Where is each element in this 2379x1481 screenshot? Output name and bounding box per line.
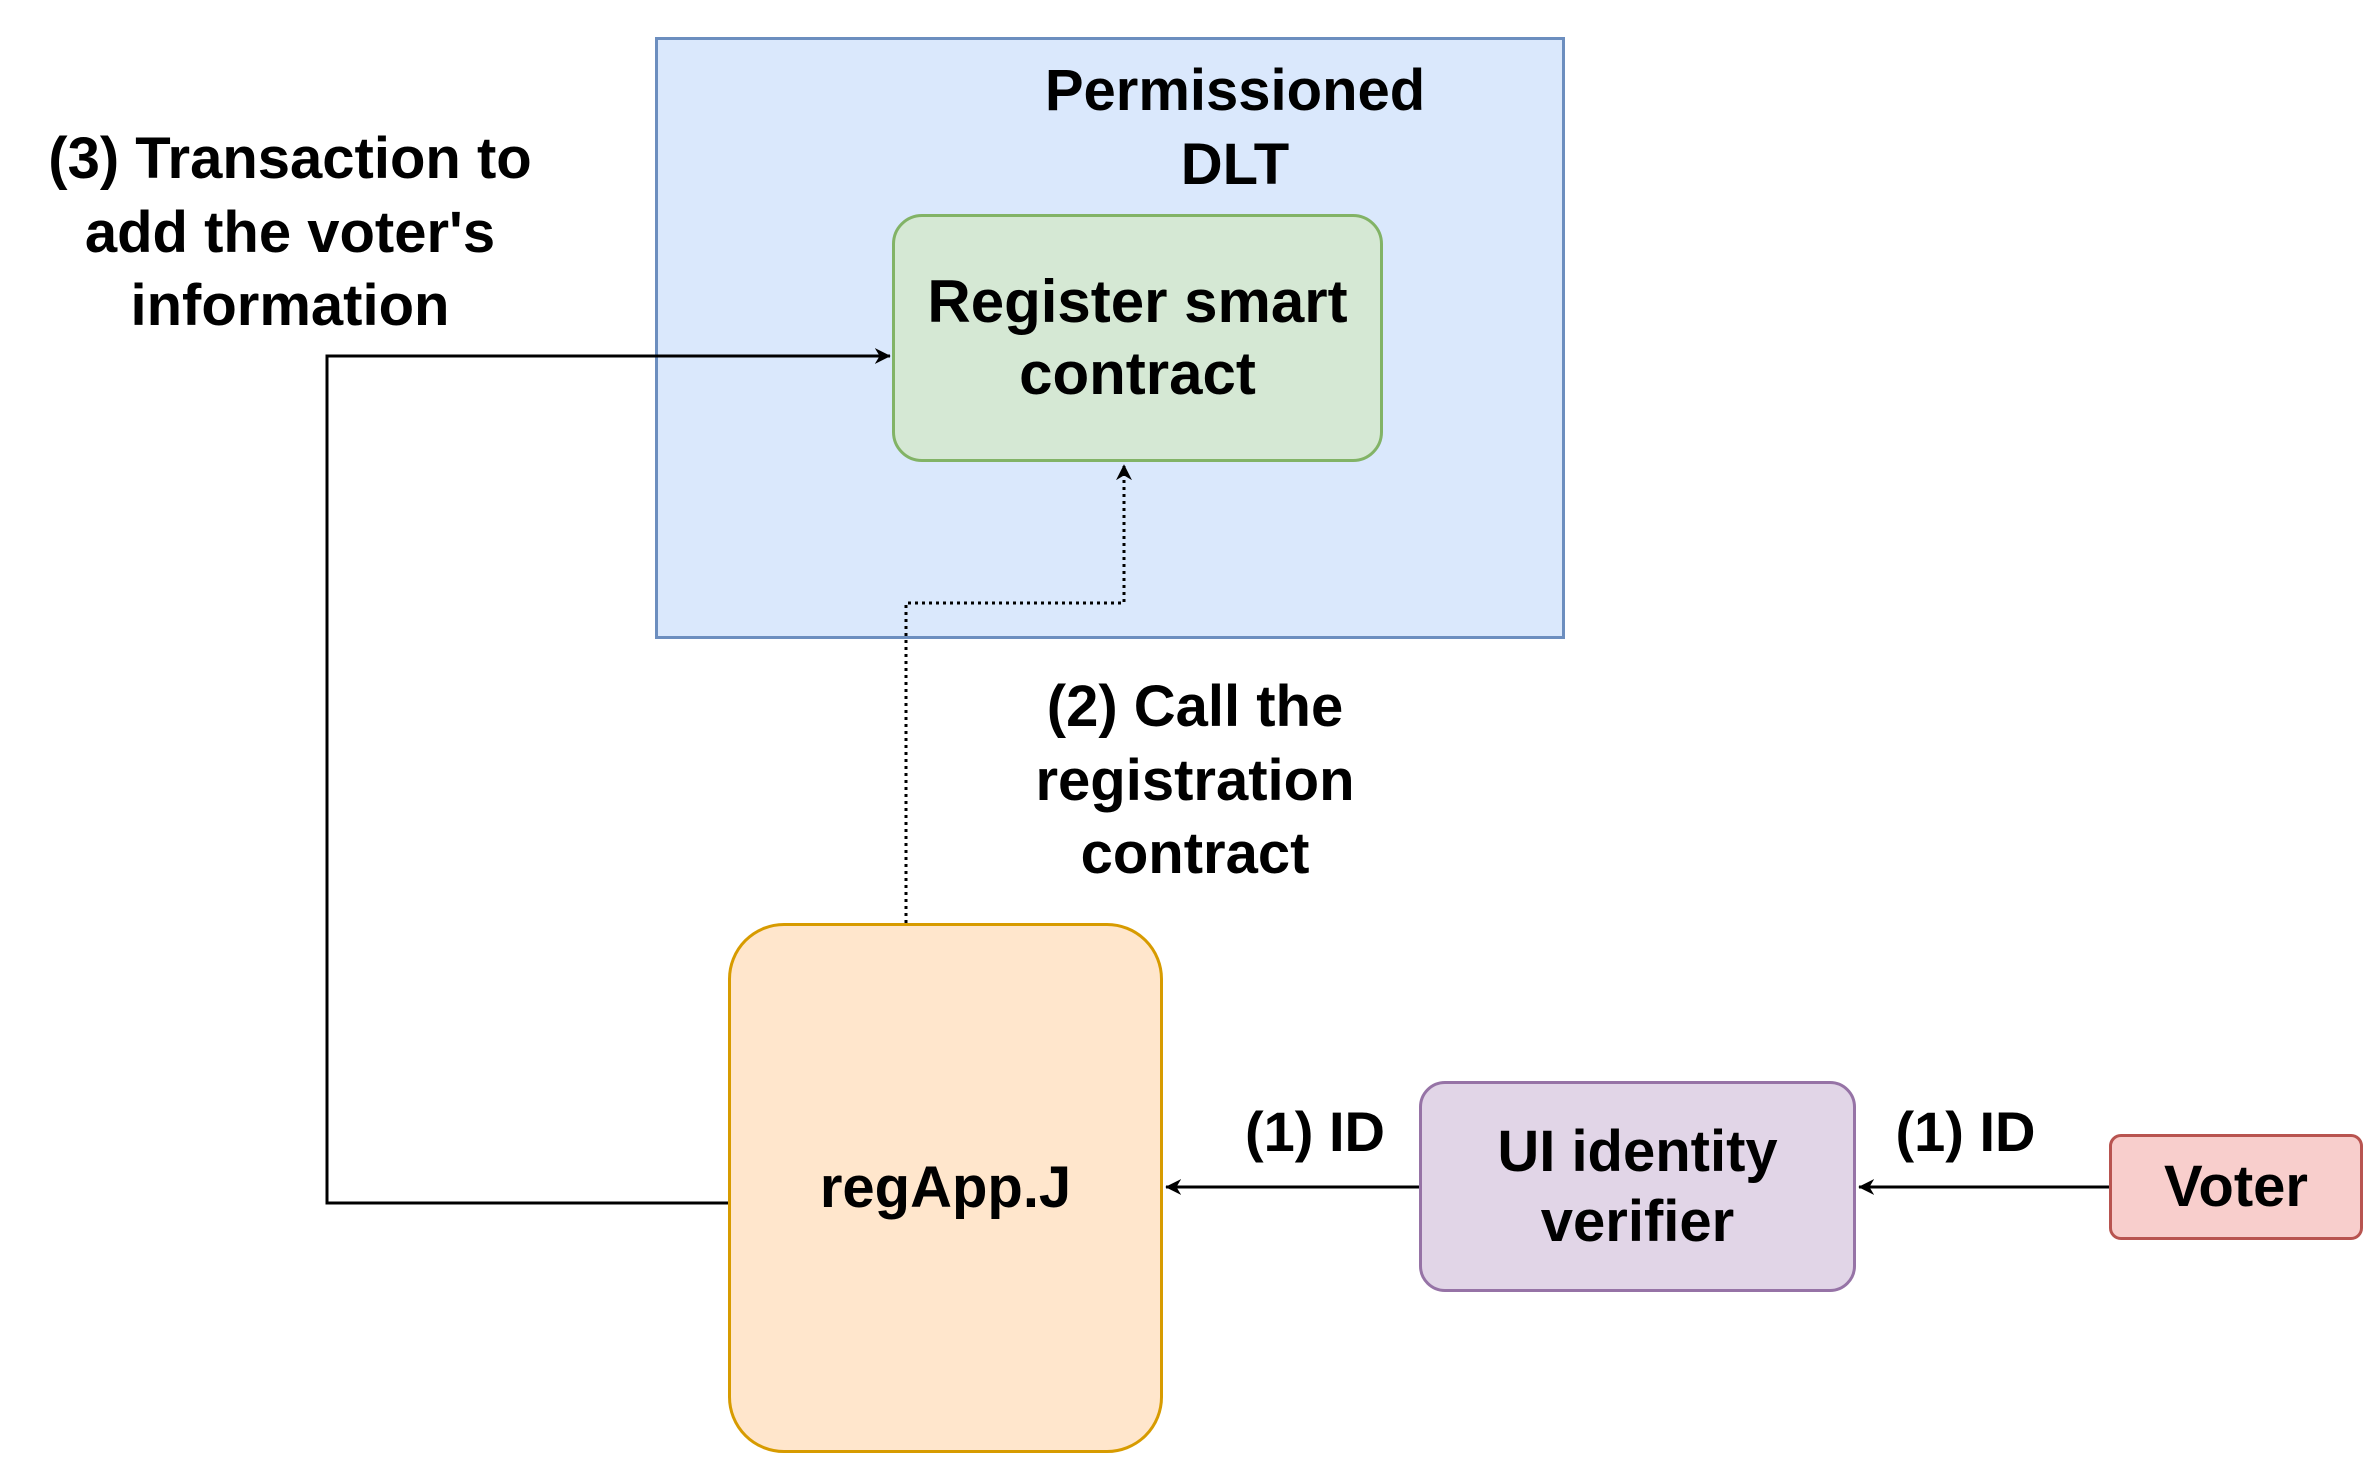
regapp-node: regApp.J [728, 923, 1163, 1453]
edge-label-step1-verifier-to-regapp: (1) ID [1245, 1100, 1385, 1163]
verifier-label-line1: UI identity [1497, 1118, 1778, 1184]
dlt-container-title: Permissioned DLT [1044, 58, 1426, 197]
edge-label-step2: (2) Call the registration contract [1035, 674, 1355, 887]
register-contract-label-line1: Register smart [927, 268, 1348, 335]
register-smart-contract-node: Register smart contract [892, 214, 1383, 462]
verifier-label-line2: verifier [1540, 1188, 1735, 1254]
voter-node: Voter [2109, 1134, 2363, 1240]
regapp-label: regApp.J [819, 1155, 1072, 1221]
ui-identity-verifier-node: UI identity verifier [1419, 1081, 1856, 1292]
edge-label-step3: (3) Transaction to add the voter's infor… [48, 126, 532, 339]
edge-step2-call [904, 464, 1132, 923]
voter-label: Voter [2164, 1154, 2308, 1220]
register-contract-label-line2: contract [1019, 340, 1256, 407]
edge-step3-transaction [325, 348, 891, 1205]
edge-label-step1-voter-to-verifier: (1) ID [1895, 1100, 2036, 1163]
